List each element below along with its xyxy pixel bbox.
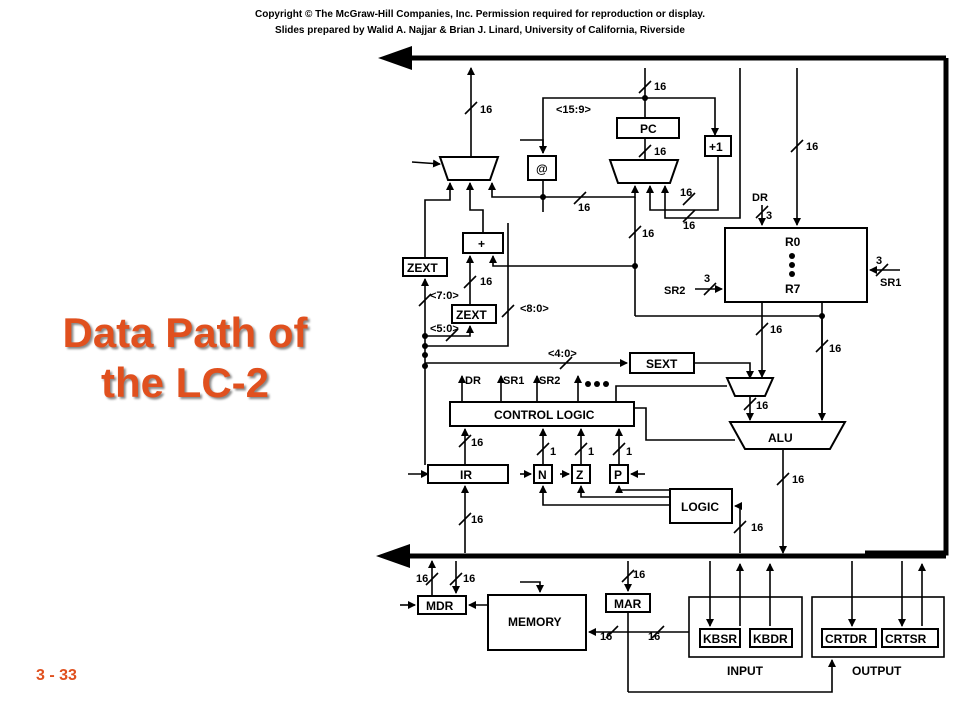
pc-mux [608,159,680,184]
n-label: N [538,468,547,482]
w16-reg-b: 16 [829,343,841,355]
alu-label: ALU [768,431,793,445]
slide-title-line-1: Data Path of [62,309,308,356]
mdr-register [417,595,467,615]
pc-register [616,117,680,139]
w3-sr1: 3 [876,255,882,267]
zext-top-block [402,257,448,277]
control-logic-block [449,401,635,427]
sext-label: SEXT [646,357,678,371]
adder-block [462,232,504,254]
p-label: P [614,468,622,482]
zext-bottom-label: ZEXT [456,308,487,322]
alu-b-mux [725,377,775,397]
w1-p: 1 [626,446,632,458]
sr2-label-reg: SR2 [664,285,685,297]
w3-dr: 3 [766,210,772,222]
kbdr-register [749,628,793,648]
dr-label-reg: DR [752,192,768,204]
w16-mdr-b: 16 [463,573,475,585]
w16-alu: 16 [792,474,804,486]
w16-c: 16 [480,276,492,288]
regfile-r7: R7 [785,282,801,296]
bits-4-0: <4:0> [548,348,577,360]
z-label: Z [576,468,583,482]
sr2-label-ctrl: SR2 [539,375,560,387]
kbsr-label: KBSR [703,632,737,646]
dr-label-ctrl: DR [465,375,481,387]
w16-a: 16 [480,104,492,116]
w16-reg-a: 16 [770,324,782,336]
w16-plus1b: 16 [683,220,695,232]
w16-mux-out: 16 [756,400,768,412]
logic-label: LOGIC [681,500,719,514]
plus1-label: +1 [709,140,723,154]
at-block [527,155,557,181]
adder-label: + [478,237,485,251]
pc-label: PC [640,122,657,136]
w16-reg-in: 16 [806,141,818,153]
zext-top-label: ZEXT [407,261,438,275]
zext-bottom-block [451,304,497,324]
memory-label: MEMORY [508,615,562,629]
crtsr-label: CRTSR [885,632,927,646]
slide-title-line-2: the LC-2 [101,359,269,406]
sr1-label-ctrl: SR1 [503,375,524,387]
address-mux [438,156,500,181]
logic-block [669,488,733,524]
register-file [724,227,868,303]
lower-bus [376,544,946,568]
mdr-label: MDR [426,599,454,613]
w16-plus1: 16 [680,187,692,199]
alu-block [728,421,847,450]
w16-b: 16 [578,202,590,214]
w16-ir-ctrl: 16 [471,437,483,449]
ir-label: IR [460,468,472,482]
w1-n: 1 [550,446,556,458]
w16-mar-mem: 16 [600,631,612,643]
w16-pc-out: 16 [654,146,666,158]
output-label: OUTPUT [852,664,902,678]
memory-block [487,594,587,651]
w16-pc: 16 [654,81,666,93]
at-block-label: @ [536,162,548,176]
w16-mdr-a: 16 [416,573,428,585]
slide-number: 3 - 33 [36,667,77,684]
regfile-r0: R0 [785,235,801,249]
w16-mar: 16 [633,569,645,581]
w16-logic: 16 [751,522,763,534]
input-label: INPUT [727,664,764,678]
kbdr-label: KBDR [753,632,788,646]
crtdr-register [821,628,877,648]
w16-d: 16 [642,228,654,240]
kbsr-register [699,628,741,648]
bits-15-9: <15:9> [556,104,591,116]
w3-sr2: 3 [704,273,710,285]
slide-credits: Slides prepared by Walid A. Najjar & Bri… [275,25,685,36]
w1-z: 1 [588,446,594,458]
bits-8-0: <8:0> [520,303,549,315]
w16-ir-bus: 16 [471,514,483,526]
slide-title: Data Path of the LC-2 [20,308,350,408]
mar-label: MAR [614,597,642,611]
copyright-notice: Copyright © The McGraw-Hill Companies, I… [254,9,706,20]
w16-mar-io: 16 [648,631,660,643]
crtsr-register [881,628,939,648]
bits-7-0: <7:0> [430,290,459,302]
sr1-label-reg: SR1 [880,277,901,289]
control-logic-label: CONTROL LOGIC [494,408,595,422]
bits-5-0: <5:0> [430,323,459,335]
upper-bus [378,46,949,556]
crtdr-label: CRTDR [825,632,867,646]
